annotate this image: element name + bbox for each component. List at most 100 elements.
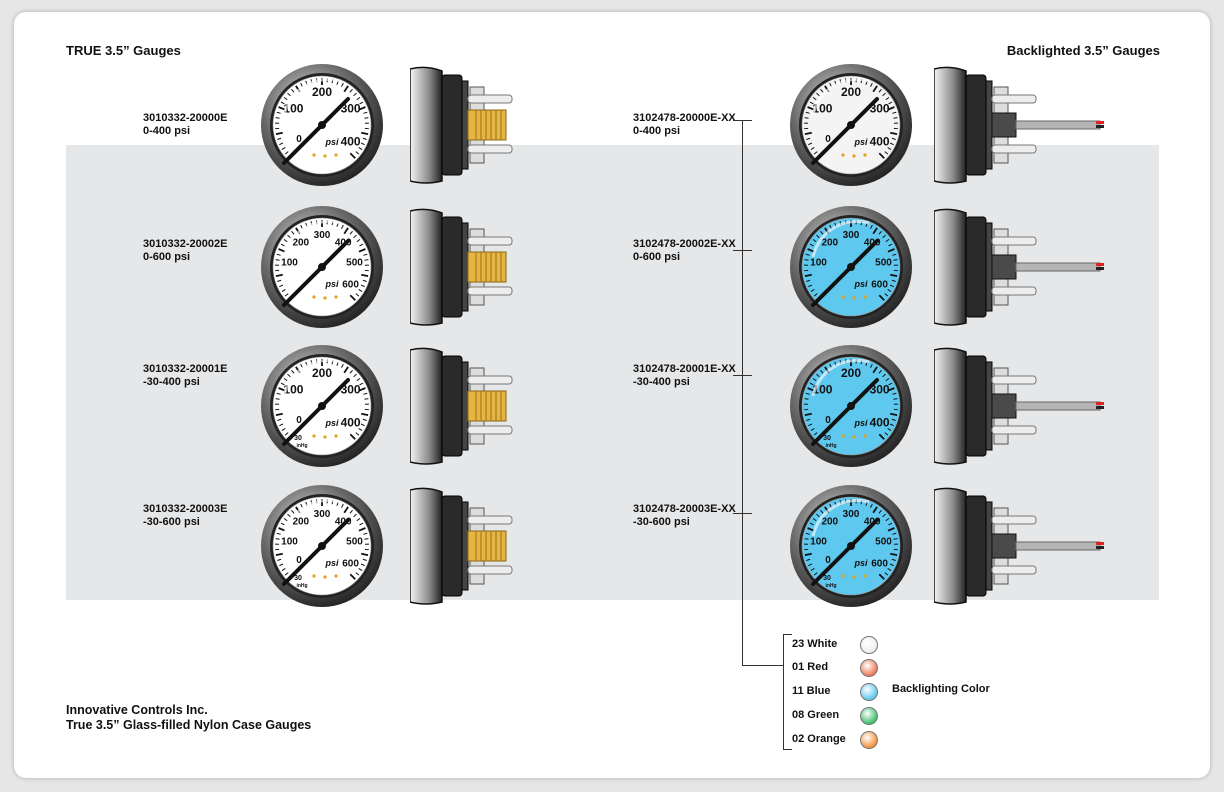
true-gauge-label: 3010332-20000E 0-400 psi <box>143 112 227 138</box>
svg-text:30: 30 <box>294 575 302 582</box>
svg-text:200: 200 <box>821 238 838 249</box>
svg-text:psi: psi <box>853 279 868 289</box>
svg-text:300: 300 <box>314 509 331 520</box>
svg-text:0: 0 <box>825 415 831 426</box>
part-number: 3102478-20000E-XX <box>633 112 736 124</box>
svg-text:400: 400 <box>870 135 890 149</box>
backlit-gauge-label: 3102478-20001E-XX -30-400 psi <box>633 363 736 389</box>
part-number: 3102478-20001E-XX <box>633 363 736 375</box>
svg-text:0: 0 <box>296 134 302 145</box>
company-name: Innovative Controls Inc. <box>66 703 208 717</box>
true-gauge-label: 3010332-20003E -30-600 psi <box>143 503 227 529</box>
svg-text:200: 200 <box>841 85 861 99</box>
gauge-face: 100200300400500600psi <box>260 205 384 334</box>
backlighted-gauges-heading: Backlighted 3.5” Gauges <box>1006 43 1160 58</box>
gauge-side-view <box>409 486 520 611</box>
color-option-green: 08 Green <box>792 709 840 721</box>
svg-text:200: 200 <box>312 85 332 99</box>
footer: Innovative Controls Inc. True 3.5” Glass… <box>66 703 311 733</box>
svg-text:psi: psi <box>324 137 339 147</box>
pressure-range: 0-600 psi <box>143 251 191 263</box>
svg-text:500: 500 <box>346 257 363 268</box>
pressure-range: 0-400 psi <box>633 125 681 137</box>
gauge-face: 100200300400500600030inHgpsi <box>789 484 913 613</box>
svg-text:psi: psi <box>324 418 339 428</box>
svg-text:30: 30 <box>823 575 831 582</box>
color-swatch-green <box>860 707 878 725</box>
color-swatch-orange <box>860 731 878 749</box>
gauge-face: 100200300400500600psi <box>789 205 913 334</box>
svg-text:0: 0 <box>296 415 302 426</box>
backlighting-color-label: Backlighting Color <box>892 683 990 695</box>
svg-text:0: 0 <box>296 555 302 566</box>
pressure-range: -30-400 psi <box>633 376 690 388</box>
gauge-side-view <box>933 207 1114 332</box>
svg-text:300: 300 <box>314 230 331 241</box>
pressure-range: -30-600 psi <box>143 516 200 528</box>
part-number: 3102478-20002E-XX <box>633 238 736 250</box>
svg-text:300: 300 <box>870 383 890 397</box>
part-number: 3010332-20002E <box>143 238 228 250</box>
color-option-red: 01 Red <box>792 661 829 673</box>
part-number: 3010332-20001E <box>143 363 228 375</box>
svg-text:30: 30 <box>823 435 831 442</box>
svg-text:300: 300 <box>843 509 860 520</box>
svg-text:300: 300 <box>870 102 890 116</box>
svg-text:psi: psi <box>853 558 868 568</box>
true-gauge-label: 3010332-20002E 0-600 psi <box>143 238 227 264</box>
backlit-gauge-label: 3102478-20003E-XX -30-600 psi <box>633 503 736 529</box>
svg-text:300: 300 <box>341 102 361 116</box>
gauge-side-view <box>409 346 520 471</box>
color-option-white: 23 White <box>792 638 838 650</box>
svg-text:psi: psi <box>324 279 339 289</box>
gauge-side-view <box>409 207 520 332</box>
svg-text:200: 200 <box>292 517 309 528</box>
backlit-gauge-label: 3102478-20002E-XX 0-600 psi <box>633 238 736 264</box>
part-number: 3010332-20003E <box>143 503 228 515</box>
svg-text:psi: psi <box>324 558 339 568</box>
svg-text:100: 100 <box>281 536 298 547</box>
svg-text:inHg: inHg <box>825 443 836 449</box>
svg-text:inHg: inHg <box>296 443 307 449</box>
svg-text:500: 500 <box>875 257 892 268</box>
svg-text:inHg: inHg <box>296 583 307 589</box>
color-option-blue: 11 Blue <box>792 685 831 697</box>
svg-text:psi: psi <box>853 418 868 428</box>
svg-text:100: 100 <box>281 257 298 268</box>
true-gauge-label: 3010332-20001E -30-400 psi <box>143 363 227 389</box>
svg-text:200: 200 <box>292 238 309 249</box>
svg-text:0: 0 <box>825 555 831 566</box>
svg-text:600: 600 <box>871 559 888 570</box>
svg-text:30: 30 <box>294 435 302 442</box>
color-swatch-white <box>860 636 878 654</box>
true-gauges-heading: TRUE 3.5” Gauges <box>66 43 181 58</box>
svg-text:500: 500 <box>346 536 363 547</box>
part-number: 3010332-20000E <box>143 112 228 124</box>
product-description: True 3.5” Glass-filled Nylon Case Gauges <box>66 718 312 732</box>
pressure-range: -30-400 psi <box>143 376 200 388</box>
color-swatch-red <box>860 659 878 677</box>
svg-text:600: 600 <box>342 559 359 570</box>
svg-text:400: 400 <box>341 135 361 149</box>
svg-text:200: 200 <box>841 366 861 380</box>
gauge-face: 100200300400500600030inHgpsi <box>260 484 384 613</box>
svg-text:500: 500 <box>875 536 892 547</box>
pressure-range: 0-600 psi <box>633 251 681 263</box>
part-number: 3102478-20003E-XX <box>633 503 736 515</box>
backlit-gauge-label: 3102478-20000E-XX 0-400 psi <box>633 112 736 138</box>
svg-text:100: 100 <box>810 257 827 268</box>
svg-text:0: 0 <box>825 134 831 145</box>
gauge-side-view <box>933 65 1114 190</box>
svg-text:200: 200 <box>821 517 838 528</box>
gauge-side-view <box>933 346 1114 471</box>
pressure-range: -30-600 psi <box>633 516 690 528</box>
svg-text:600: 600 <box>871 280 888 291</box>
gauge-side-view <box>409 65 520 190</box>
gauge-side-view <box>933 486 1114 611</box>
svg-text:200: 200 <box>312 366 332 380</box>
svg-text:400: 400 <box>870 416 890 430</box>
